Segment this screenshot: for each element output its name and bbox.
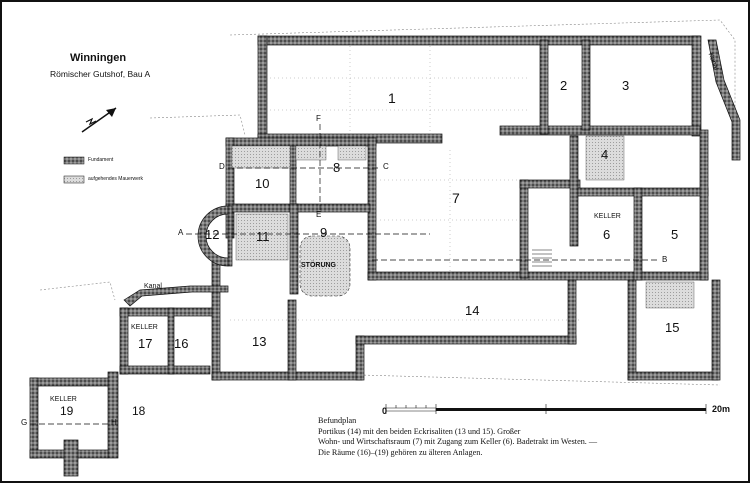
room-label-16: 16 — [174, 336, 189, 351]
room-label-19: 19 — [60, 404, 74, 418]
room-label-8: 8 — [333, 160, 341, 175]
stairs — [532, 249, 552, 267]
room-label-13: 13 — [252, 334, 267, 349]
room-label-5: 5 — [671, 227, 679, 242]
caption-line-3: Die Räume (16)–(19) gehören zu älteren A… — [318, 447, 483, 457]
section-marker-a: A — [178, 228, 184, 237]
walls-foundation — [29, 35, 741, 477]
walls-rising — [231, 135, 695, 309]
room-label-9: 9 — [320, 225, 328, 240]
room-label-6: 6 — [603, 227, 611, 242]
caption-line-1: Portikus (14) mit den beiden Eckrisalite… — [318, 426, 521, 436]
north-arrow-icon — [81, 107, 117, 133]
legend-swatch-fundament — [63, 156, 85, 165]
section-marker-d: D — [219, 162, 225, 171]
room-label-4: 4 — [601, 147, 609, 162]
legend-swatch-mauerwerk — [63, 175, 85, 184]
room-label-2: 2 — [560, 78, 568, 93]
room-label-17: 17 — [138, 336, 153, 351]
excavation-outline — [39, 19, 736, 386]
keller-label-19: KELLER — [50, 396, 77, 403]
scale-end-label: 20m — [712, 404, 731, 414]
plan-title: Winningen — [70, 52, 127, 64]
caption-line-2: Wohn- und Wirtschaftsraum (7) mit Zugang… — [318, 437, 598, 446]
room-label-3: 3 — [622, 78, 630, 93]
room-label-14: 14 — [465, 303, 480, 318]
caption-heading: Befundplan — [318, 416, 357, 425]
kanal-label-west: Kanal — [144, 283, 162, 290]
keller-label-6: KELLER — [594, 213, 621, 220]
room-label-1: 1 — [388, 90, 396, 106]
stoerung-label: STÖRUNG — [301, 262, 336, 269]
scale-bar — [385, 404, 707, 414]
room-label-7: 7 — [452, 190, 460, 206]
section-marker-b: B — [662, 255, 668, 264]
room-label-15: 15 — [665, 320, 680, 335]
stoerung-zone — [299, 235, 351, 297]
section-marker-f: F — [316, 114, 321, 123]
room-label-10: 10 — [255, 176, 270, 191]
section-marker-h: H — [111, 418, 117, 427]
scale-start-label: 0 — [382, 406, 388, 416]
room-label-18: 18 — [132, 404, 146, 418]
keller-label-17: KELLER — [131, 324, 158, 331]
grid-lines — [230, 46, 580, 321]
room-label-12: 12 — [205, 227, 220, 242]
section-lines — [30, 124, 660, 425]
legend-label-fundament: Fundament — [88, 157, 114, 163]
room-label-11: 11 — [256, 229, 270, 244]
section-marker-c: C — [383, 162, 389, 171]
section-marker-g: G — [21, 418, 28, 427]
section-marker-e: E — [316, 210, 322, 219]
plan-subtitle: Römischer Gutshof, Bau A — [50, 69, 151, 79]
legend-label-mauerwerk: aufgehendes Mauerwerk — [88, 176, 144, 182]
